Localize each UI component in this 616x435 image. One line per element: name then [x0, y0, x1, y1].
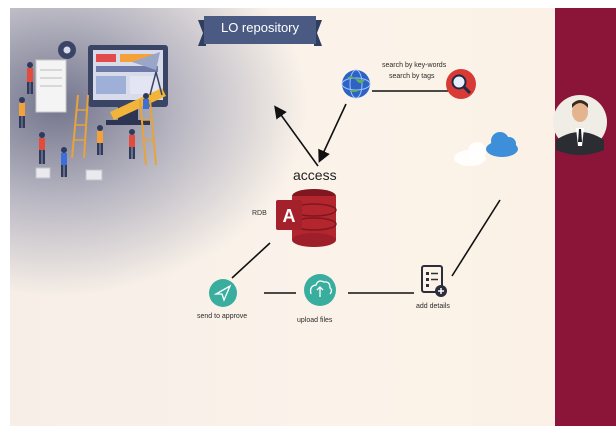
upload-files-label: upload files	[297, 317, 333, 324]
arrow-globe-to-access	[318, 103, 347, 163]
add-details-label: add details	[416, 303, 450, 310]
cloud-icon	[454, 132, 518, 166]
search-tags-label: search by tags	[389, 73, 435, 80]
presenter-avatar-icon	[553, 95, 607, 155]
team-illustration	[19, 41, 168, 181]
bottom-strip	[0, 426, 616, 435]
right-sidebar	[555, 8, 616, 426]
access-label: access	[293, 167, 337, 183]
connector-db-send	[231, 242, 271, 279]
form-add-icon	[421, 265, 447, 297]
arrow-access-to-repository	[274, 105, 319, 167]
rdb-label: RDB	[252, 210, 267, 217]
search-keywords-label: search by key-words	[382, 62, 447, 69]
paper-plane-icon	[209, 279, 237, 307]
cloud-upload-icon	[304, 274, 336, 306]
title-banner	[198, 16, 322, 46]
svg-text:A: A	[283, 206, 296, 226]
globe-icon	[341, 69, 371, 99]
database-icon: A	[276, 189, 337, 247]
connector-cloud-details	[451, 199, 501, 277]
magnifier-icon	[446, 69, 476, 99]
title-banner-label: LO repository	[220, 20, 300, 35]
send-to-approve-label: send to approve	[197, 313, 248, 320]
